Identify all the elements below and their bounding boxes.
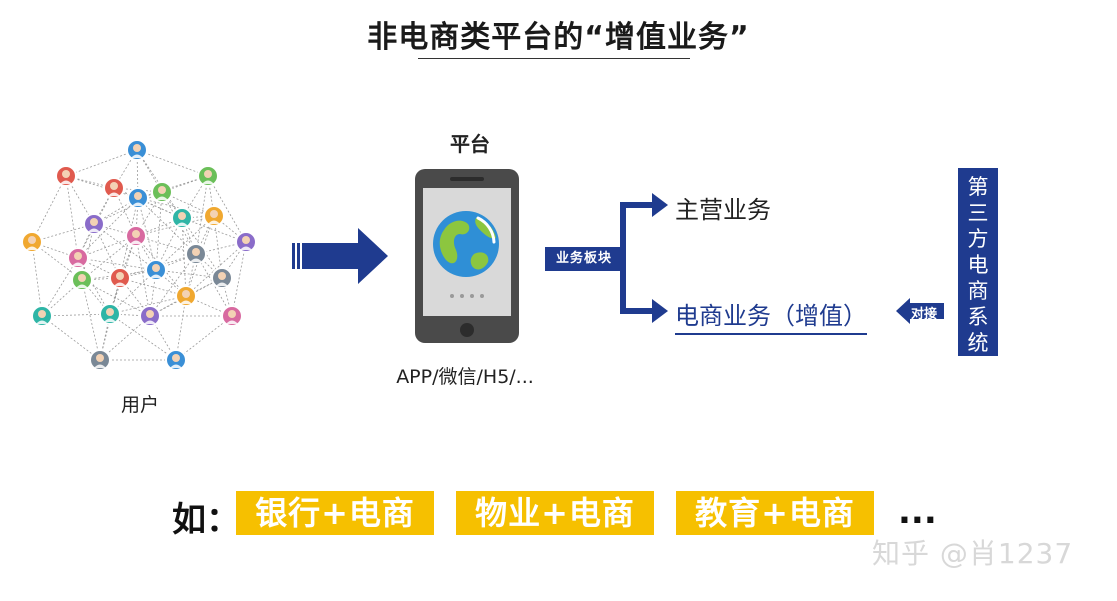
network-link [93,187,115,225]
user-avatar-icon [145,259,167,281]
network-link [135,235,187,297]
example-tag-bank: 银行+电商 [236,491,434,535]
user-avatar-icon [185,243,207,265]
user-avatar-icon [171,207,193,229]
network-link [185,253,197,297]
user-avatar-icon [99,303,121,325]
network-link [119,277,187,297]
user-network-diagram [21,139,257,371]
platform-label: 平台 [450,132,490,156]
user-avatar-icon [109,267,131,289]
network-link [93,223,157,271]
network-link [119,253,197,279]
platform-subtitle: APP/微信/H5/... [396,366,534,388]
network-link [65,175,139,199]
network-link [136,149,209,177]
user-avatar-icon [235,231,257,253]
network-link [181,217,187,297]
connect-arrow [896,298,944,324]
user-avatar-icon [125,225,147,247]
network-link [41,313,111,317]
network-link [155,191,163,271]
network-link [155,215,215,271]
network-nodes [21,139,257,371]
user-avatar-icon [67,247,89,269]
network-link [135,235,151,317]
user-avatar-icon [139,305,161,327]
network-link [155,269,223,279]
user-avatar-icon [83,213,105,235]
user-avatar-icon [31,305,53,327]
user-avatar-icon [127,187,149,209]
user-avatar-icon [89,349,111,371]
third-party-ecommerce-system: 第三方电商系统 [958,168,998,356]
connect-label: 对接 [910,307,937,322]
example-tag-education: 教育+电商 [676,491,874,535]
ecommerce-business-label: 电商业务（增值） [675,296,867,335]
user-avatar-icon [165,349,187,371]
dots-indicator [450,294,484,298]
watermark: 知乎 @肖1237 [872,537,1074,570]
page-title: 非电商类平台的“增值业务” [367,20,750,55]
network-link [195,215,215,255]
globe-icon [433,211,499,277]
user-avatar-icon [103,177,125,199]
network-link [231,241,247,317]
user-avatar-icon [203,205,225,227]
network-link [31,175,67,243]
main-business-label: 主营业务 [675,196,771,224]
network-link [81,279,151,317]
network-link [65,149,138,177]
network-link [109,313,177,361]
user-avatar-icon [55,165,77,187]
network-link [77,187,115,259]
user-avatar-icon [211,267,233,289]
network-link [41,315,101,361]
network-link [155,253,197,271]
title-underline [418,58,690,59]
network-link [137,175,209,199]
user-avatar-icon [175,285,197,307]
example-tag-property: 物业+电商 [456,491,654,535]
examples-prefix: 如： [172,500,240,540]
network-link [81,279,101,361]
network-link [31,241,43,317]
user-avatar-icon [221,305,243,327]
user-avatar-icon [197,165,219,187]
user-avatar-icon [71,269,93,291]
network-link [149,253,197,317]
network-link [195,175,209,255]
network-link [207,175,247,243]
network-link [181,217,247,243]
business-block-label: 业务板块 [545,247,623,271]
flow-arrow [292,228,388,284]
network-link [99,315,151,361]
user-avatar-icon [151,181,173,203]
network-link [93,191,163,225]
examples-ellipsis: ... [898,492,937,532]
network-link [137,197,215,217]
user-avatar-icon [126,139,148,161]
network-link [213,215,247,243]
network-link [137,197,157,271]
network-link [77,257,157,271]
network-link [65,175,79,259]
network-link [109,295,187,315]
users-label: 用户 [120,394,159,416]
user-avatar-icon [21,231,43,253]
network-link [149,295,187,317]
phone-icon [415,169,519,343]
network-link [137,197,197,255]
network-link [41,257,79,317]
